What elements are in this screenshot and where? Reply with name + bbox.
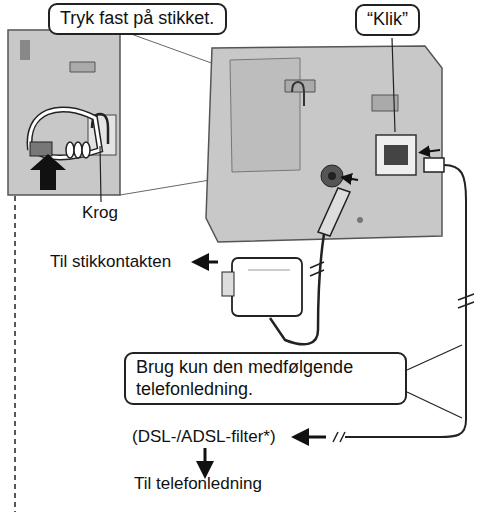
- callout-box: Brug kun den medfølgende telefonledning.: [124, 352, 407, 405]
- destination-label: Til stikkontakten: [50, 252, 171, 272]
- callout-text: Brug kun den medfølgende telefonledning.: [136, 357, 395, 400]
- callout-text: “Klik”: [367, 9, 408, 31]
- inset-detail: [8, 30, 120, 202]
- base-unit: [206, 46, 442, 242]
- telephone-cord: [205, 158, 474, 470]
- callout-box: Tryk fast på stikket.: [48, 3, 227, 35]
- destination-label: Til telefonledning: [134, 474, 262, 494]
- callout-text: Tryk fast på stikket.: [60, 8, 215, 30]
- power-adapter: [200, 188, 350, 344]
- part-label: Krog: [82, 203, 118, 223]
- callout-box: “Klik”: [355, 4, 420, 36]
- filter-label: (DSL-/ADSL-filter*): [132, 427, 276, 447]
